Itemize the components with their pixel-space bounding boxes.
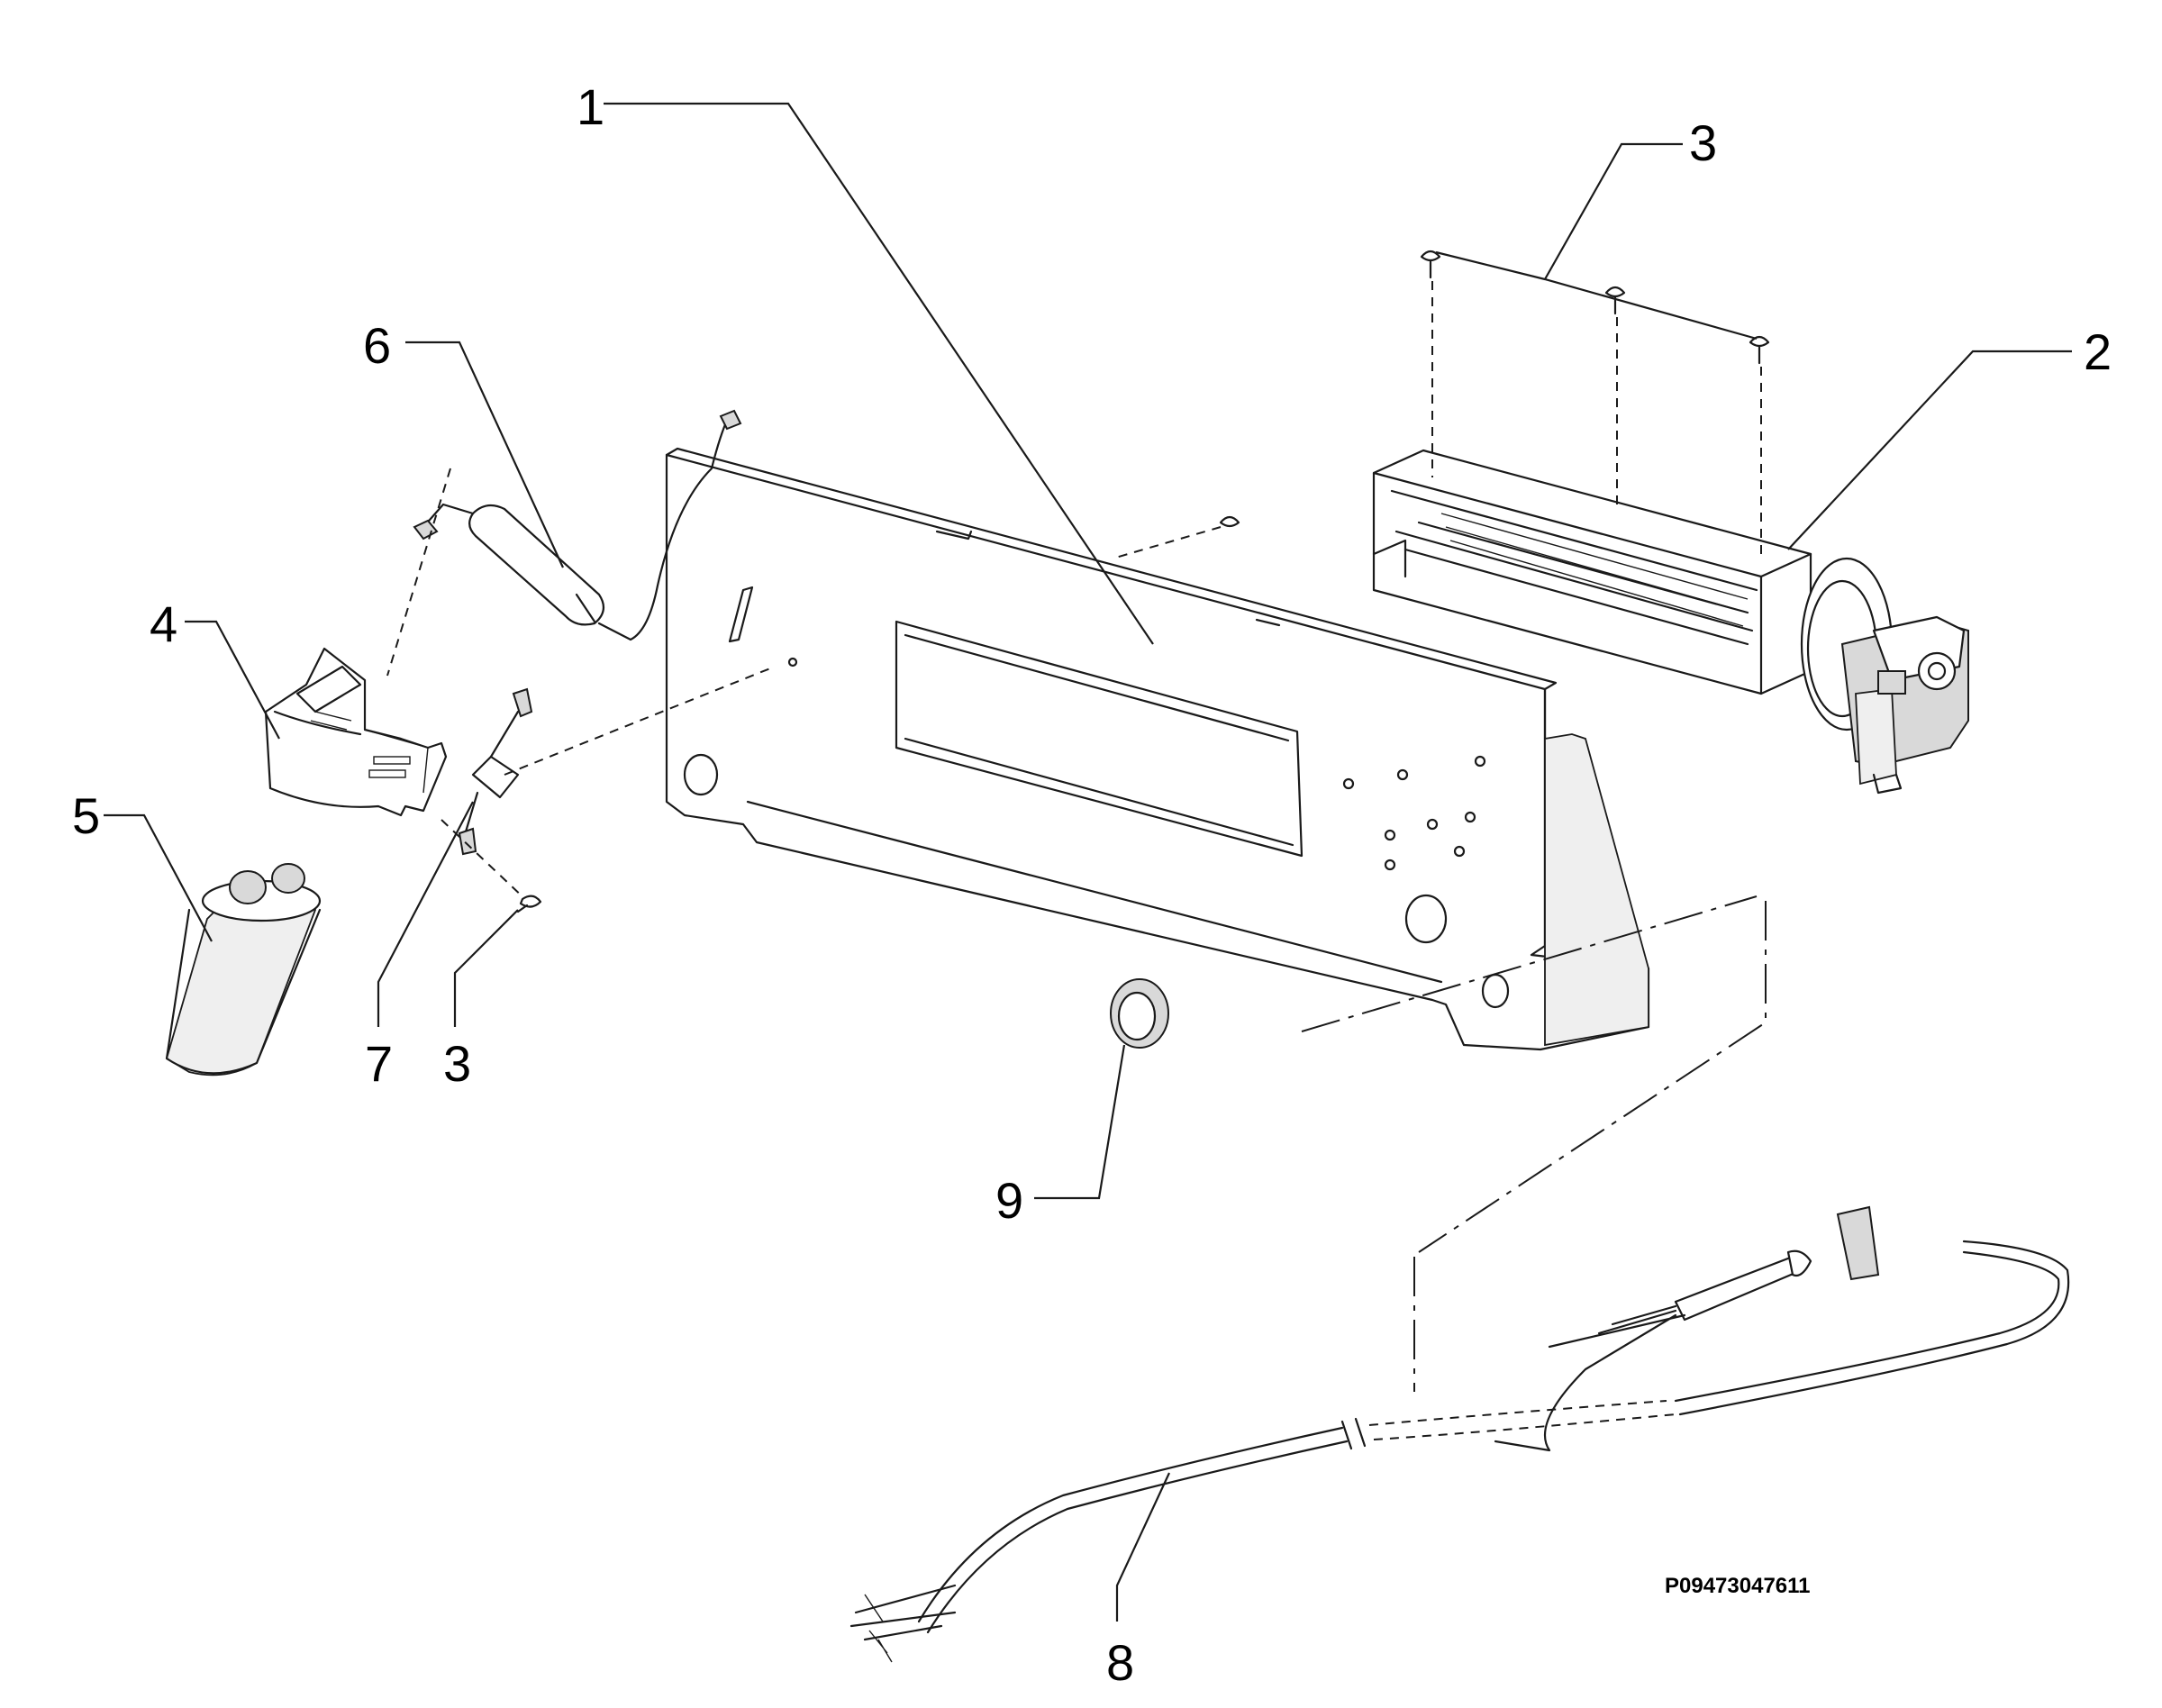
callout-9: 9 [995, 1172, 1023, 1229]
grommet [1034, 978, 1169, 1200]
screws-top [1420, 142, 1770, 559]
drawing-code: P09473047611 [1665, 1574, 1811, 1598]
callout-6: 6 [363, 317, 391, 374]
assembly-lines [1301, 895, 1767, 1392]
mounting-plate [665, 447, 1650, 1051]
power-cord [849, 1205, 2070, 1663]
capacitor-bracket [185, 620, 448, 817]
callout-3-bottom: 3 [443, 1035, 471, 1092]
panel-screw [1112, 515, 1240, 559]
leader-2 [1787, 350, 2072, 550]
hv-diode [386, 341, 742, 677]
capacitor [104, 813, 322, 1077]
callout-7: 7 [365, 1035, 393, 1092]
crossflow-fan-assembly [1372, 449, 1969, 795]
callout-4: 4 [150, 595, 177, 652]
callout-1: 1 [577, 78, 604, 135]
leader-1 [604, 102, 1154, 645]
callout-2: 2 [2084, 323, 2112, 380]
callout-3-top: 3 [1689, 114, 1717, 171]
callout-5: 5 [72, 787, 100, 844]
callout-8: 8 [1106, 1634, 1134, 1691]
fuse [377, 666, 776, 1027]
screw-bottom [453, 895, 542, 1027]
